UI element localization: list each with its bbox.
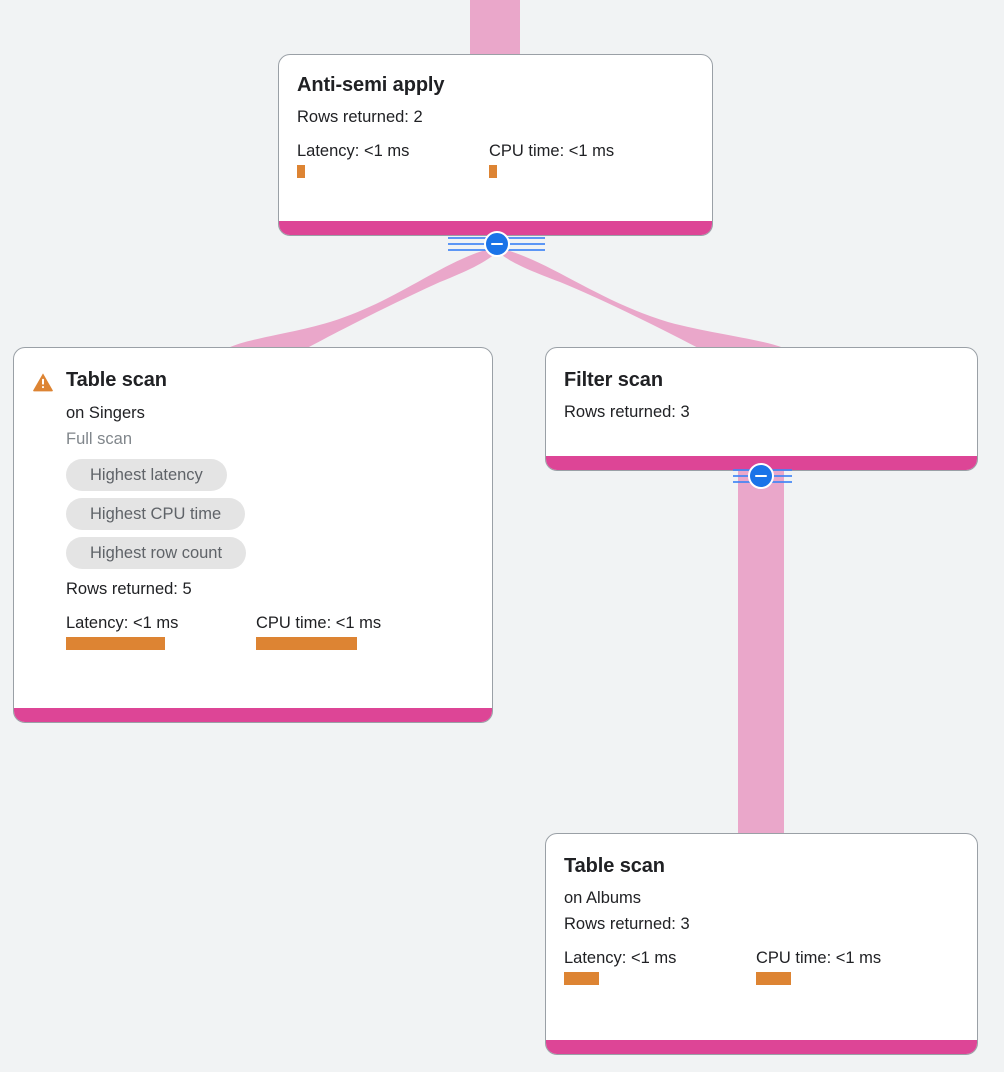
collapse-toggle-anti-semi-apply[interactable] (484, 231, 510, 257)
metric-label: Latency: <1 ms (564, 949, 677, 967)
metric-label: Latency: <1 ms (297, 142, 410, 160)
node-body: Filter scan Rows returned: 3 (546, 348, 977, 456)
node-footer-bar (279, 221, 712, 235)
node-badges: Highest latency Highest CPU time Highest… (66, 459, 474, 569)
node-table-scan-singers[interactable]: Table scan on Singers Full scan Highest … (13, 347, 493, 723)
node-footer-bar (14, 708, 492, 722)
node-body: Table scan on Singers Full scan Highest … (14, 348, 492, 708)
node-title: Table scan (564, 855, 665, 877)
metric-bar (297, 165, 305, 178)
node-title-row: Table scan (32, 368, 474, 393)
node-body: Anti-semi apply Rows returned: 2 Latency… (279, 55, 712, 221)
badge-highest-latency[interactable]: Highest latency (66, 459, 227, 491)
node-table-scan-albums[interactable]: Table scan on Albums Rows returned: 3 La… (545, 833, 978, 1055)
node-title-row: Anti-semi apply (297, 73, 694, 97)
edge-parent-to-anti-semi-apply (470, 0, 520, 55)
metric-label: CPU time: <1 ms (256, 614, 382, 632)
metric-bar (756, 972, 791, 985)
metric-label: CPU time: <1 ms (489, 142, 615, 160)
metric-bar (256, 637, 357, 650)
node-detail: Full scan (66, 430, 133, 448)
node-subtitle: on Albums (564, 889, 642, 907)
node-detail-block: on Singers Full scan Highest latency Hig… (32, 401, 474, 650)
metric-latency: Latency: <1 ms (564, 948, 756, 985)
warning-triangle-icon (33, 373, 53, 392)
metric-latency: Latency: <1 ms (297, 141, 489, 178)
node-metrics: Latency: <1 ms CPU time: <1 ms (297, 141, 694, 178)
node-footer-bar (546, 1040, 977, 1054)
edge-filter-scan-to-table-scan-albums (738, 470, 784, 838)
metric-bar (489, 165, 497, 178)
metric-bar (66, 637, 165, 650)
node-title-row: Filter scan (564, 368, 959, 392)
metric-cpu-time: CPU time: <1 ms (756, 948, 881, 985)
node-title: Table scan (66, 369, 167, 391)
metric-cpu-time: CPU time: <1 ms (256, 613, 381, 650)
rows-returned: Rows returned: 3 (564, 915, 690, 933)
metric-label: CPU time: <1 ms (756, 949, 882, 967)
badge-highest-row-count[interactable]: Highest row count (66, 537, 247, 569)
rows-returned: Rows returned: 5 (66, 580, 192, 598)
metric-latency: Latency: <1 ms (66, 613, 256, 650)
rows-returned: Rows returned: 3 (564, 403, 690, 421)
metric-label: Latency: <1 ms (66, 614, 179, 632)
collapse-toggle-filter-scan[interactable] (748, 463, 774, 489)
node-body: Table scan on Albums Rows returned: 3 La… (546, 834, 977, 1040)
node-subtitle: on Singers (66, 404, 145, 422)
node-metrics: Latency: <1 ms CPU time: <1 ms (564, 948, 959, 985)
node-metrics: Latency: <1 ms CPU time: <1 ms (66, 613, 474, 650)
node-anti-semi-apply[interactable]: Anti-semi apply Rows returned: 2 Latency… (278, 54, 713, 236)
edge-anti-semi-apply-to-table-scan-singers (228, 248, 497, 352)
edge-anti-semi-apply-to-filter-scan (498, 248, 784, 352)
node-filter-scan[interactable]: Filter scan Rows returned: 3 (545, 347, 978, 471)
rows-returned: Rows returned: 2 (297, 108, 423, 126)
badge-highest-cpu-time[interactable]: Highest CPU time (66, 498, 246, 530)
collapse-minus-icon (755, 474, 767, 478)
node-title: Anti-semi apply (297, 74, 445, 96)
metric-cpu-time: CPU time: <1 ms (489, 141, 614, 178)
metric-bar (564, 972, 599, 985)
collapse-minus-icon (491, 242, 503, 246)
node-title: Filter scan (564, 369, 663, 391)
node-title-row: Table scan (564, 854, 959, 878)
